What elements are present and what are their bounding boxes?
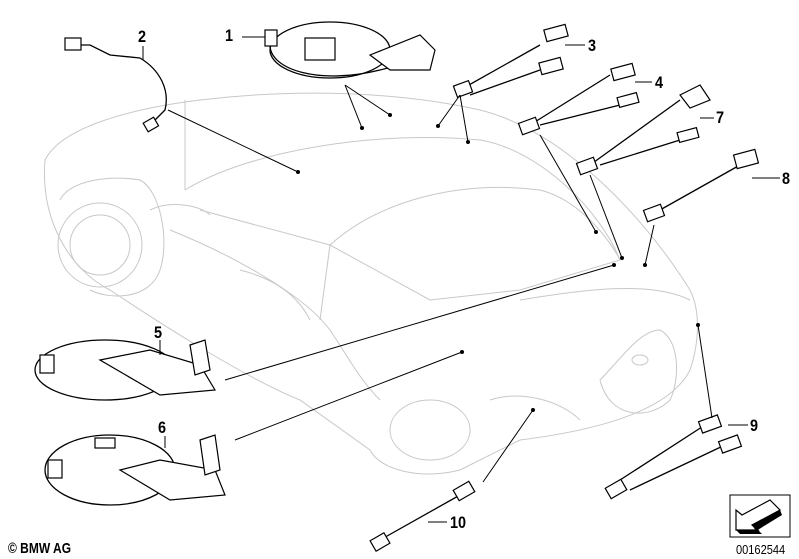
callout-8: 8 (782, 169, 791, 188)
callout-10: 10 (450, 513, 467, 532)
part-6-cable-kit (44, 434, 226, 506)
diagram-code: 00162544 (736, 542, 786, 557)
part-3-cable (452, 23, 569, 99)
arrow-nav-icon[interactable] (729, 494, 791, 538)
leader-lines (142, 36, 780, 523)
car-outline (43, 92, 698, 475)
callout-7: 7 (716, 108, 725, 127)
part-1-cable-kit (264, 21, 436, 79)
part-5-cable-kit (34, 339, 217, 401)
callout-6: 6 (158, 418, 167, 437)
callout-2: 2 (138, 27, 147, 46)
part-2-cable (64, 37, 167, 133)
part-7-cable (575, 84, 711, 176)
callout-5: 5 (154, 323, 163, 342)
callout-9: 9 (750, 416, 759, 435)
part-10-cable (369, 480, 476, 553)
attachment-points (296, 113, 700, 412)
copyright: © BMW AG (8, 540, 72, 557)
callout-3: 3 (588, 36, 597, 55)
part-9-cable (604, 414, 743, 500)
part-8-cable (642, 148, 760, 223)
part-4-cable (517, 62, 640, 136)
callout-1: 1 (225, 26, 234, 45)
callout-4: 4 (655, 73, 664, 92)
